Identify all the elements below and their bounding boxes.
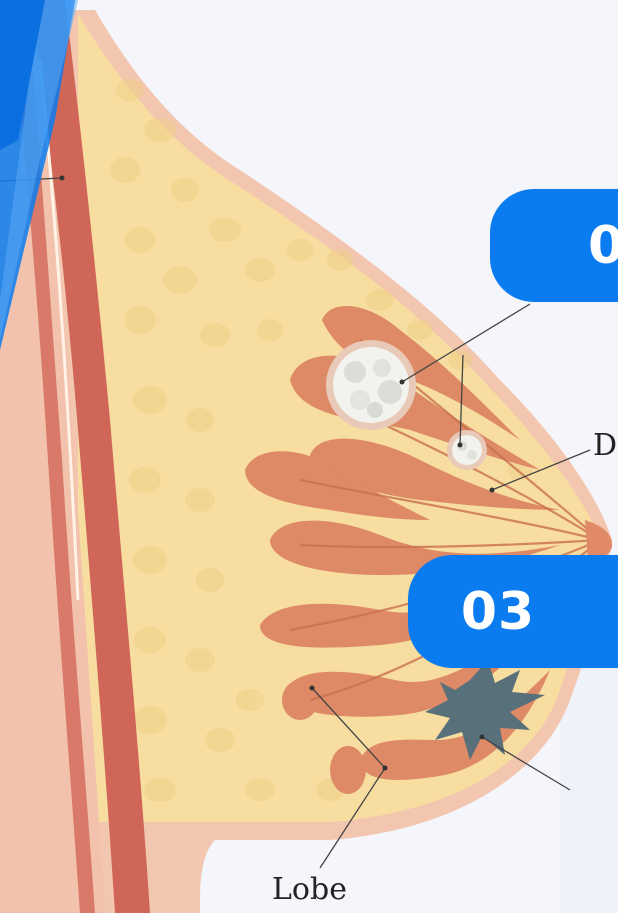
step-badge-top: 0 [490, 189, 618, 302]
step-badge-middle: 03 [408, 555, 618, 668]
step-badge-top-text: 0 [588, 216, 618, 276]
label-lobe: Lobe [272, 872, 347, 907]
label-duct: D [593, 428, 617, 463]
large-cyst [326, 340, 416, 430]
step-badge-middle-text: 03 [461, 582, 535, 642]
small-cyst [447, 430, 487, 470]
